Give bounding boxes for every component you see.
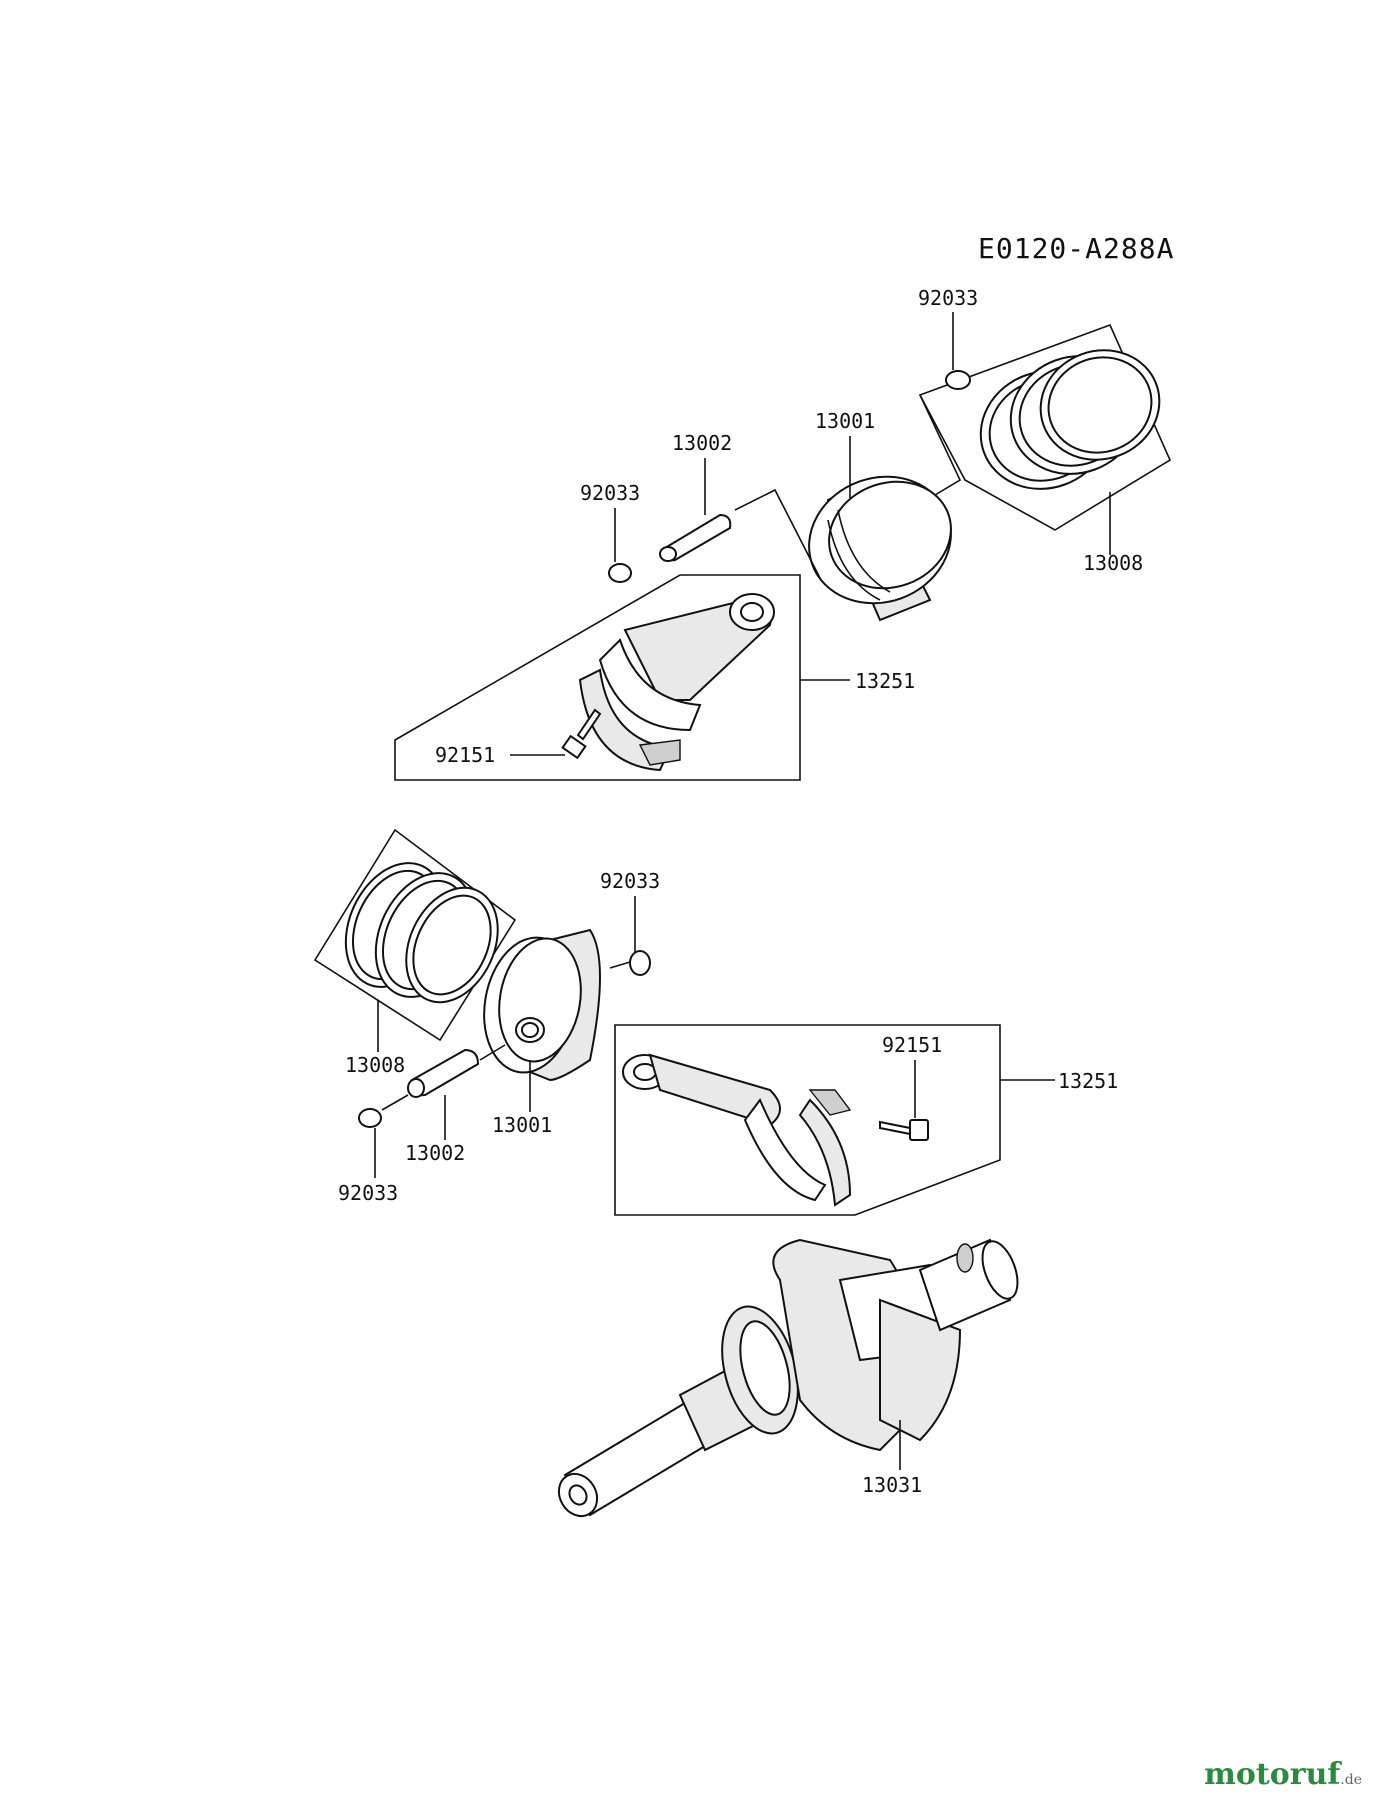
- circlip-icon: [358, 1108, 382, 1128]
- label-top-piston: 13001: [815, 409, 875, 433]
- label-bottom-conrod: 13251: [1058, 1069, 1118, 1093]
- label-top-ring-circlip: 92033: [918, 286, 978, 310]
- circlip-icon: [945, 370, 971, 390]
- piston-pin-bottom: [407, 1048, 480, 1098]
- label-bottom-rings: 13008: [345, 1053, 405, 1077]
- piston-bottom: [483, 928, 601, 1082]
- connecting-rod-bottom: [622, 1053, 852, 1207]
- connecting-rod-top: [578, 593, 775, 772]
- label-bottom-piston: 13001: [492, 1113, 552, 1137]
- label-top-bolt: 92151: [435, 743, 495, 767]
- label-bottom-pin: 13002: [405, 1141, 465, 1165]
- label-top-pin: 13002: [672, 431, 732, 455]
- diagram-code: E0120-A288A: [978, 232, 1174, 265]
- bolt-bottom: [879, 1119, 929, 1141]
- label-bottom-bolt: 92151: [882, 1033, 942, 1057]
- bolt-top: [561, 708, 602, 760]
- crankshaft: [557, 1238, 1019, 1518]
- label-top-pin-circlip: 92033: [580, 481, 640, 505]
- label-crankshaft: 13031: [862, 1473, 922, 1497]
- circlip-icon: [629, 950, 651, 976]
- watermark-logo: motoruf.de: [1204, 1757, 1362, 1792]
- piston-rings-top: [918, 323, 1172, 531]
- label-bottom-circlip-left: 92033: [338, 1181, 398, 1205]
- label-top-rings: 13008: [1083, 551, 1143, 575]
- circlip-icon: [608, 563, 632, 583]
- label-top-conrod: 13251: [855, 669, 915, 693]
- label-bottom-circlip-right: 92033: [600, 869, 660, 893]
- piston-pin-top: [659, 513, 732, 562]
- piston-top: [808, 475, 952, 622]
- piston-rings-bottom: [313, 828, 517, 1042]
